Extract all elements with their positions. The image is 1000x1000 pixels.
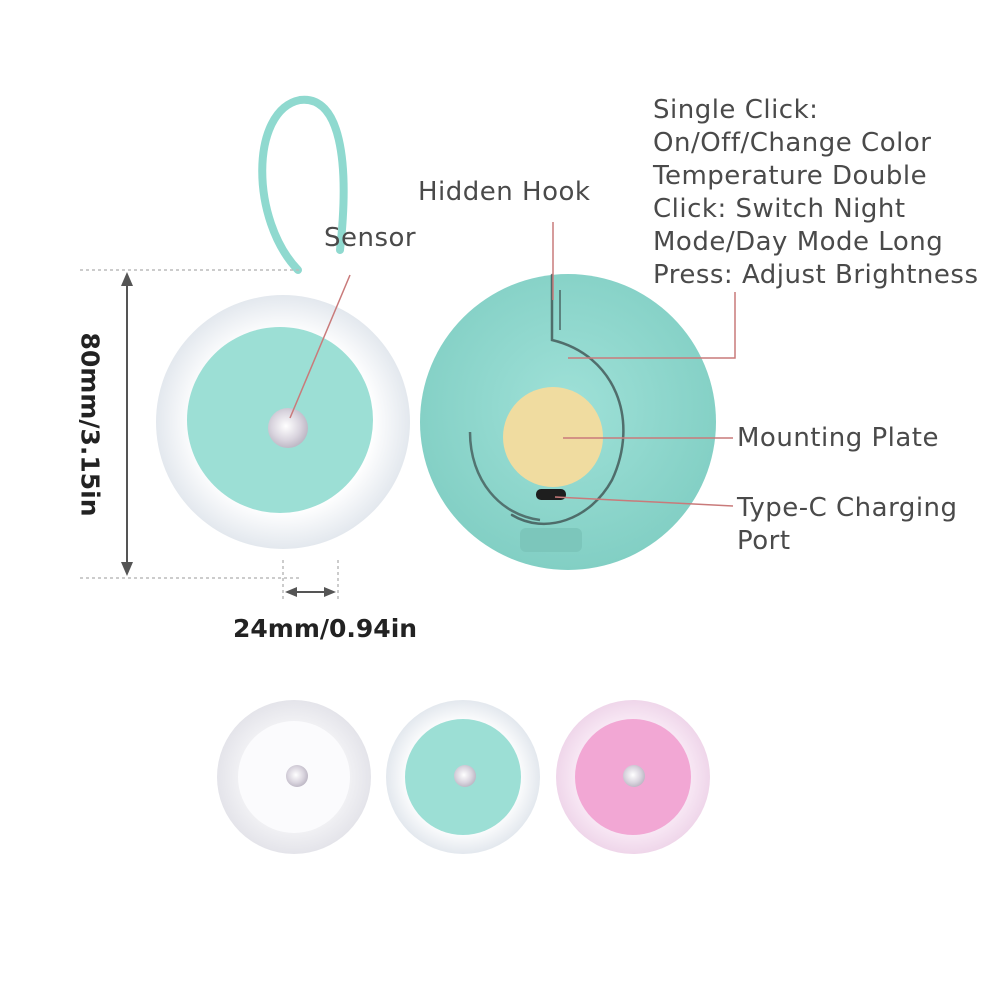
instructions-callout: [568, 292, 736, 359]
type-c-port: [536, 489, 566, 500]
sensor-callout: [289, 274, 351, 419]
light-front-view: [156, 295, 410, 549]
variant-white: [217, 700, 371, 854]
light-back-view: [420, 273, 716, 570]
variant-teal: [386, 700, 540, 854]
hook-channel: [510, 273, 625, 525]
height-dimension: [80, 269, 300, 579]
variant-pink: [556, 700, 710, 854]
mounting-plate: [503, 387, 603, 487]
hook-wire: [258, 95, 348, 274]
height-dimension-label: 80mm/3.15in: [75, 332, 105, 517]
sensor-label: Sensor: [324, 223, 417, 253]
motion-sensor: [268, 408, 308, 448]
instructions-label: Single Click: On/Off/Change Color Temper…: [653, 95, 979, 290]
charging-port-label: Type-C Charging Port: [737, 493, 958, 556]
hidden-hook-label: Hidden Hook: [418, 177, 591, 207]
callout-lines: [289, 222, 736, 507]
thickness-dimension: [282, 560, 339, 602]
charging-port-callout: [554, 496, 734, 507]
mounting-plate-label: Mounting Plate: [737, 423, 939, 453]
thickness-dimension-label: 24mm/0.94in: [233, 614, 418, 643]
